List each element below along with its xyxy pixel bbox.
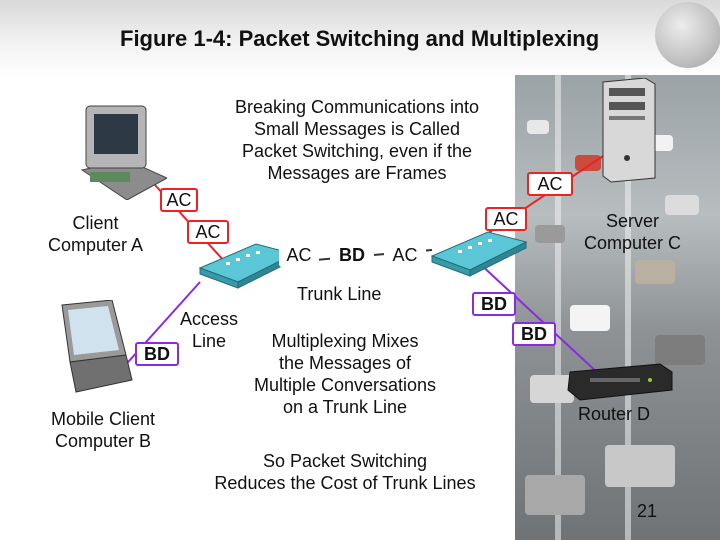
mobile-client-computer-b-icon bbox=[61, 300, 133, 393]
ac-message-label: AC bbox=[279, 243, 319, 267]
multiplexing-caption: Multiplexing Mixes the Messages of Multi… bbox=[253, 331, 437, 417]
packet-switching-caption: Breaking Communications into Small Messa… bbox=[234, 97, 480, 183]
page-number: 21 bbox=[637, 501, 658, 521]
ac-message-label: AC bbox=[527, 172, 573, 196]
page-title: Figure 1-4: Packet Switching and Multipl… bbox=[120, 26, 600, 51]
bd-message-label: BD bbox=[472, 292, 516, 316]
client-computer-a-icon bbox=[80, 105, 167, 200]
ac-message-label: AC bbox=[485, 207, 527, 231]
router-d-icon bbox=[567, 363, 673, 401]
globe-graphic bbox=[655, 2, 720, 68]
bd-message-label: BD bbox=[135, 342, 179, 366]
trunk-line-label: Trunk Line bbox=[297, 284, 382, 304]
ac-message-label: AC bbox=[187, 220, 229, 244]
ac-message-label: AC bbox=[160, 188, 198, 212]
ac-message-label: AC bbox=[384, 243, 426, 267]
cost-caption: So Packet Switching Reduces the Cost of … bbox=[214, 451, 476, 493]
right-switch-icon bbox=[430, 231, 528, 277]
bd-router-link bbox=[477, 261, 601, 376]
router-d-label: Router D bbox=[578, 404, 651, 424]
bd-message-label: BD bbox=[330, 243, 374, 267]
bd-message-label: BD bbox=[512, 322, 556, 346]
server-computer-c-icon bbox=[602, 78, 656, 183]
title-bar bbox=[0, 0, 720, 78]
